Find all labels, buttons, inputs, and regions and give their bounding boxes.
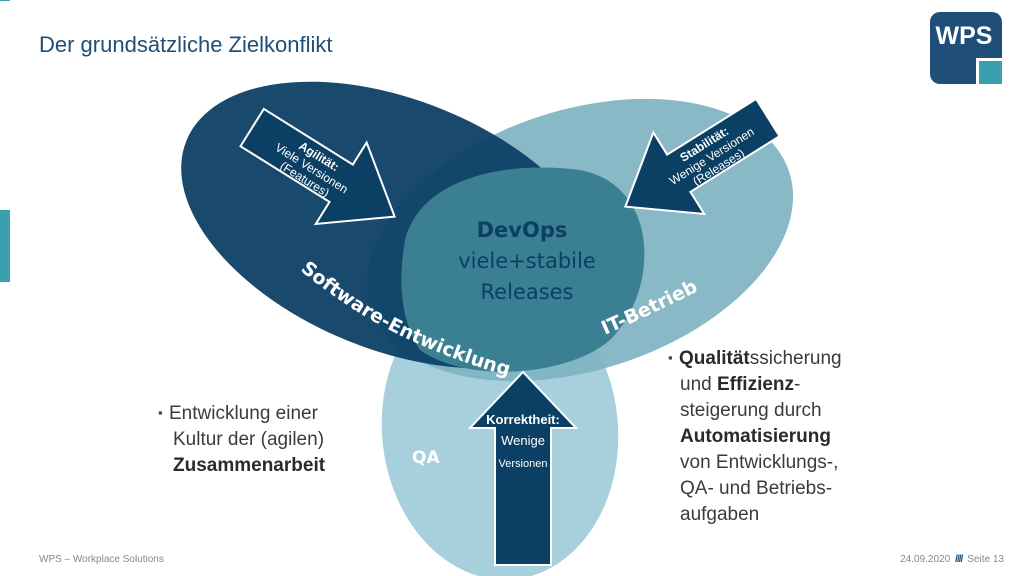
bullet-marker: ▪: [158, 405, 163, 420]
wps-logo: WPS: [930, 12, 1002, 84]
footer-date: 24.09.2020: [900, 554, 951, 565]
left-bullet-text: ▪Entwicklung einer Kultur der (agilen) Z…: [158, 400, 325, 479]
devops-line3: Releases: [481, 280, 574, 304]
footer-separator: ////: [955, 554, 963, 565]
devops-overlap: [401, 167, 645, 372]
bullet-marker: ▪: [668, 350, 673, 365]
correctness-line2: Versionen: [499, 458, 548, 470]
footer-page-info: 24.09.2020 //// Seite 13: [900, 554, 1004, 565]
correctness-line1: Wenige: [501, 433, 545, 448]
right-bullet-text: ▪Qualitätssicherung und Effizienz- steig…: [668, 345, 842, 528]
agility-arrow-shape: [239, 107, 397, 226]
correctness-arrow: Korrektheit: Wenige Versionen: [467, 370, 579, 566]
correctness-arrow-shape: [467, 370, 579, 566]
devops-title: DevOps: [477, 218, 568, 242]
correctness-heading: Korrektheit:: [486, 412, 560, 427]
qa-circle-label: QA: [412, 448, 440, 468]
agility-arrow: Agilität: Viele Versionen (Features): [239, 107, 397, 226]
footer-company: WPS – Workplace Solutions: [39, 554, 164, 565]
side-line-top: [0, 0, 10, 1]
side-accent-mark: [0, 210, 10, 282]
logo-text: WPS: [936, 22, 993, 50]
stability-arrow-shape: [623, 97, 781, 216]
devops-line2: viele+stabile: [458, 249, 596, 273]
page-title: Der grundsätzliche Zielkonflikt: [39, 32, 333, 57]
logo-accent-square: [979, 61, 1002, 84]
footer-page-number: Seite 13: [967, 554, 1004, 565]
